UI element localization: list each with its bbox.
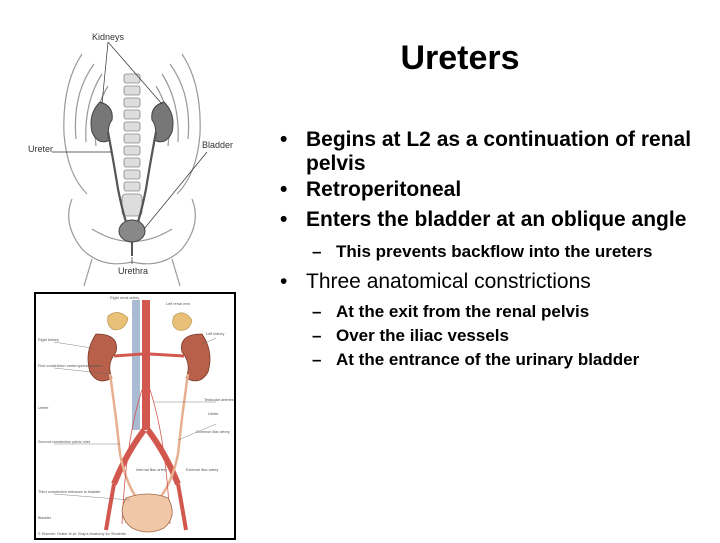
bullet-list: • Begins at L2 as a continuation of renal…	[280, 128, 710, 370]
label-testicular-arteries: Testicular arteries	[204, 398, 234, 402]
label-third-constriction: Third constriction entrance to bladder	[38, 490, 101, 494]
dash-glyph: –	[312, 350, 322, 369]
bullet-glyph: •	[280, 270, 288, 293]
label-bladder-small: Bladder	[38, 516, 52, 520]
dash-glyph: –	[312, 242, 322, 261]
sub-bullet-item: –At the exit from the renal pelvis	[280, 302, 710, 322]
sub-bullet-item: –This prevents backflow into the ureters	[280, 242, 710, 262]
label-ureter-left: Ureter	[38, 406, 49, 410]
label-bladder: Bladder	[202, 140, 234, 150]
ureter-constrictions-drawing	[53, 300, 217, 533]
sub-bullet-text: This prevents backflow into the ureters	[336, 242, 653, 261]
sub-bullet-item: –Over the iliac vessels	[280, 326, 710, 346]
label-right-renal-artery: Right renal artery	[110, 296, 140, 300]
figure-credit: © Elsevier. Drake et al: Gray's Anatomy …	[38, 532, 126, 536]
sub-bullet-text: At the entrance of the urinary bladder	[336, 350, 640, 369]
bullet-text: Enters the bladder at an oblique angle	[306, 208, 687, 231]
dash-glyph: –	[312, 302, 322, 321]
ureter-constrictions-illustration: Right renal artery Left renal vein Left …	[34, 292, 236, 540]
sub-bullet-text: At the exit from the renal pelvis	[336, 302, 590, 321]
bullet-glyph: •	[280, 208, 288, 231]
sub-bullet-item: –At the entrance of the urinary bladder	[280, 350, 710, 370]
bullet-text: Retroperitoneal	[306, 178, 462, 201]
label-second-constriction: Second constriction pelvic inlet	[38, 440, 90, 444]
bullet-item: • Three anatomical constrictions	[280, 270, 710, 294]
dash-glyph: –	[312, 326, 322, 345]
bullet-item: • Retroperitoneal	[280, 178, 710, 202]
label-internal-iliac-artery: Internal iliac artery	[136, 468, 168, 472]
label-kidneys: Kidneys	[92, 32, 125, 42]
label-ureter-right: Ureter	[208, 412, 219, 416]
bullet-item: • Begins at L2 as a continuation of renal…	[280, 128, 710, 176]
label-left-kidney: Left kidney	[206, 332, 225, 336]
label-common-iliac-artery: Common iliac artery	[196, 430, 230, 434]
bullet-text: Begins at L2 as a continuation of renal …	[306, 128, 692, 175]
label-ureter: Ureter	[28, 144, 54, 154]
bullet-glyph: •	[280, 128, 288, 151]
label-right-kidney: Right kidney	[38, 338, 59, 342]
label-left-renal-vein: Left renal vein	[166, 302, 190, 306]
slide-title: Ureters	[400, 39, 520, 77]
sub-bullet-text: Over the iliac vessels	[336, 326, 509, 345]
bullet-item: • Enters the bladder at an oblique angle	[280, 208, 710, 232]
label-urethra: Urethra	[118, 266, 149, 276]
label-first-constriction: First constriction ureteropelvic junctio…	[38, 364, 103, 368]
bullet-text: Three anatomical constrictions	[306, 270, 591, 293]
urinary-system-illustration: Kidneys Ureter Bladder Urethra	[22, 24, 242, 287]
label-external-iliac-artery: External iliac artery	[186, 468, 219, 472]
urinary-system-drawing	[52, 41, 208, 287]
bullet-glyph: •	[280, 178, 288, 201]
